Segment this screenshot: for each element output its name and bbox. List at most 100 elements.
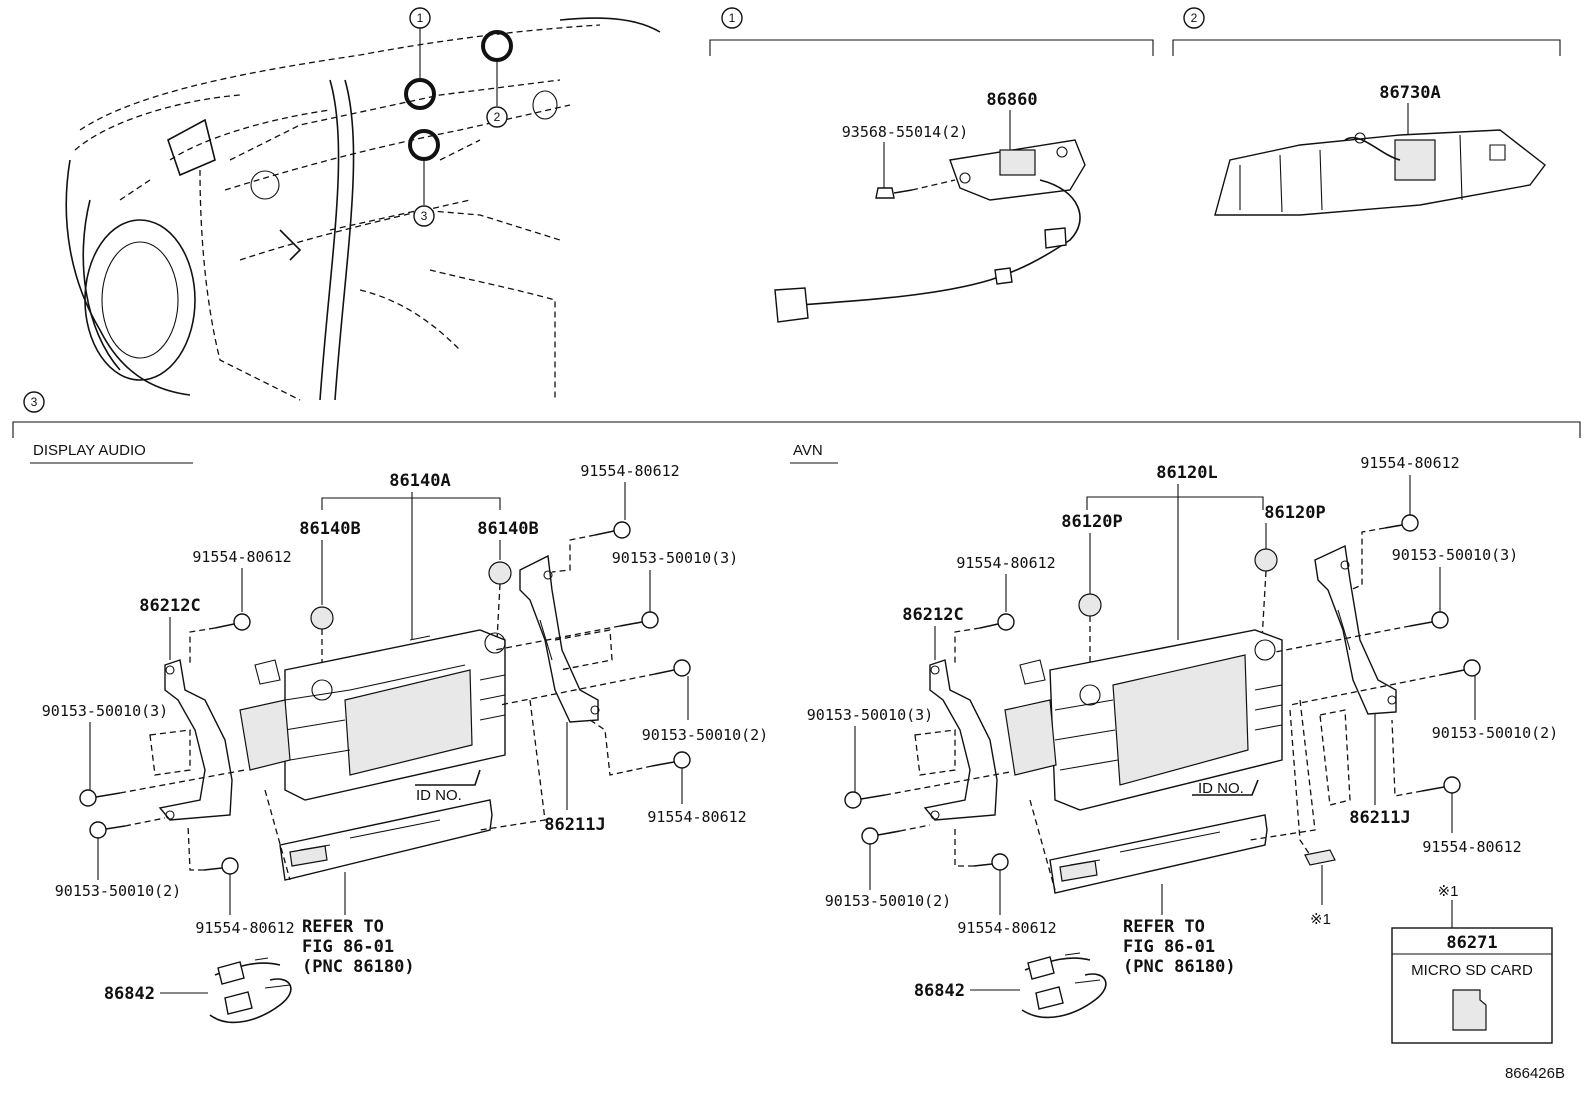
bolt-icon xyxy=(861,827,901,845)
refer-line-2: FIG 86-01 xyxy=(302,937,394,957)
part-number-86730A: 86730A xyxy=(1379,83,1440,103)
section-bracket xyxy=(1172,39,1561,56)
part-number-screw-right-lower: 91554-80612 xyxy=(1422,838,1521,856)
part-number-86860: 86860 xyxy=(986,90,1037,110)
callout-circle xyxy=(413,205,435,227)
part-number-bolt-left: 90153-50010(3) xyxy=(807,706,933,724)
callout-label: 3 xyxy=(421,209,428,223)
faceplate-icon xyxy=(1049,814,1268,894)
part-number-harness: 86842 xyxy=(914,981,965,1001)
id-number-label: ID NO. xyxy=(416,787,462,804)
section-callout xyxy=(1183,7,1205,29)
bracket-module-icon xyxy=(949,139,1086,201)
sd-card-mark: ※1 xyxy=(1438,883,1459,900)
callout-circle xyxy=(486,106,508,128)
part-number-bolt-right-lower: 90153-50010(2) xyxy=(642,726,768,744)
part-number-bolt-left: 90153-50010(3) xyxy=(42,702,168,720)
callout-label: 2 xyxy=(494,110,501,124)
part-number-knob-left: 86140B xyxy=(299,519,360,539)
knob-icon xyxy=(1254,548,1278,572)
bolt-icon xyxy=(1409,611,1449,629)
bolt-icon xyxy=(654,659,691,677)
part-number-harness: 86842 xyxy=(104,984,155,1004)
bolt-icon xyxy=(619,611,659,629)
part-number-screw: 93568-55014(2) xyxy=(842,123,968,141)
refer-line-2: FIG 86-01 xyxy=(1123,937,1215,957)
faceplate-icon xyxy=(279,799,493,881)
section-callout-label: 2 xyxy=(1191,11,1198,25)
callout-label: 1 xyxy=(417,11,424,25)
part-number-unit: 86140A xyxy=(389,471,450,491)
section-callout-label: 1 xyxy=(729,11,736,25)
location-marker-2 xyxy=(481,30,513,62)
sd-card-part-number: 86271 xyxy=(1446,933,1497,953)
refer-line-1: REFER TO xyxy=(1123,917,1205,937)
section-callout xyxy=(23,391,45,413)
avn-heading: AVN xyxy=(793,442,823,459)
knob-icon xyxy=(488,561,512,585)
part-number-knob-left: 86120P xyxy=(1061,512,1122,532)
note-mark: ※1 xyxy=(1310,911,1331,928)
part-number-screw-top-right: 91554-80612 xyxy=(1360,454,1459,472)
location-marker-3 xyxy=(408,129,440,161)
part-number-screw-bottom: 91554-80612 xyxy=(195,919,294,937)
avn-assembly: AVN 86120L 86120P 86120P ID NO. xyxy=(790,442,1558,1019)
sd-card-name: MICRO SD CARD xyxy=(1411,962,1533,979)
section-callout xyxy=(721,7,743,29)
part-number-bolt-left-lower: 90153-50010(2) xyxy=(825,892,951,910)
wire-harness xyxy=(799,179,1081,306)
head-unit-icon xyxy=(1004,629,1283,811)
section-bracket xyxy=(709,39,1154,56)
screw-icon xyxy=(203,857,239,875)
section-bracket xyxy=(12,421,1581,438)
screw-icon xyxy=(875,187,913,199)
refer-line-3: (PNC 86180) xyxy=(302,957,415,977)
part-number-bolt-left-lower: 90153-50010(2) xyxy=(55,882,181,900)
bracket-right-icon xyxy=(1314,544,1397,715)
id-number-label: ID NO. xyxy=(1198,780,1244,797)
figure-id: 866426B xyxy=(1505,1065,1565,1082)
section-callout-label: 3 xyxy=(31,395,38,409)
display-audio-heading: DISPLAY AUDIO xyxy=(33,442,146,459)
part-number-knob-right: 86120P xyxy=(1264,503,1325,523)
location-marker-1 xyxy=(404,78,436,110)
screw-icon xyxy=(1421,776,1461,794)
screw-icon xyxy=(214,613,251,631)
part-number-screw-upper-left: 91554-80612 xyxy=(192,548,291,566)
refer-line-3: (PNC 86180) xyxy=(1123,957,1236,977)
bolt-icon xyxy=(79,789,121,807)
refer-line-1: REFER TO xyxy=(302,917,384,937)
bolt-icon xyxy=(844,791,886,809)
part-number-screw-right-lower: 91554-80612 xyxy=(647,808,746,826)
micro-sd-card-icon xyxy=(1452,989,1487,1031)
connector-icon xyxy=(774,227,1067,323)
display-audio-assembly: DISPLAY AUDIO 86140A 86140B 86140B ID NO… xyxy=(30,442,768,1024)
part-number-bracket-right: 86211J xyxy=(544,815,605,835)
screw-icon xyxy=(979,613,1015,631)
bolt-icon xyxy=(89,821,126,839)
screw-icon xyxy=(973,853,1009,871)
section-1: 1 86860 93568-55014(2) xyxy=(709,7,1154,323)
section-2: 2 86730A xyxy=(1172,7,1561,216)
sd-slot-icon xyxy=(1304,849,1336,866)
screw-icon xyxy=(1384,514,1419,532)
part-number-bolt-right-lower: 90153-50010(2) xyxy=(1432,724,1558,742)
part-number-screw-upper-left: 91554-80612 xyxy=(956,554,1055,572)
vehicle-overview: 1 2 3 xyxy=(65,7,661,401)
sd-card-box: ※1 86271 MICRO SD CARD xyxy=(1391,883,1553,1044)
callout-circle xyxy=(409,7,431,29)
bracket-left-icon xyxy=(923,659,998,821)
part-number-unit: 86120L xyxy=(1156,463,1217,483)
part-number-screw-top-right: 91554-80612 xyxy=(580,462,679,480)
part-number-bracket-left: 86212C xyxy=(139,596,200,616)
dashboard-module-icon xyxy=(1214,129,1546,216)
part-number-bracket-left: 86212C xyxy=(902,605,963,625)
knob-icon xyxy=(1078,593,1102,617)
bracket-left-icon xyxy=(158,659,233,821)
harness-icon xyxy=(209,957,292,1024)
part-number-screw-bottom: 91554-80612 xyxy=(957,919,1056,937)
head-unit-icon xyxy=(239,629,506,801)
part-number-bracket-right: 86211J xyxy=(1349,808,1410,828)
